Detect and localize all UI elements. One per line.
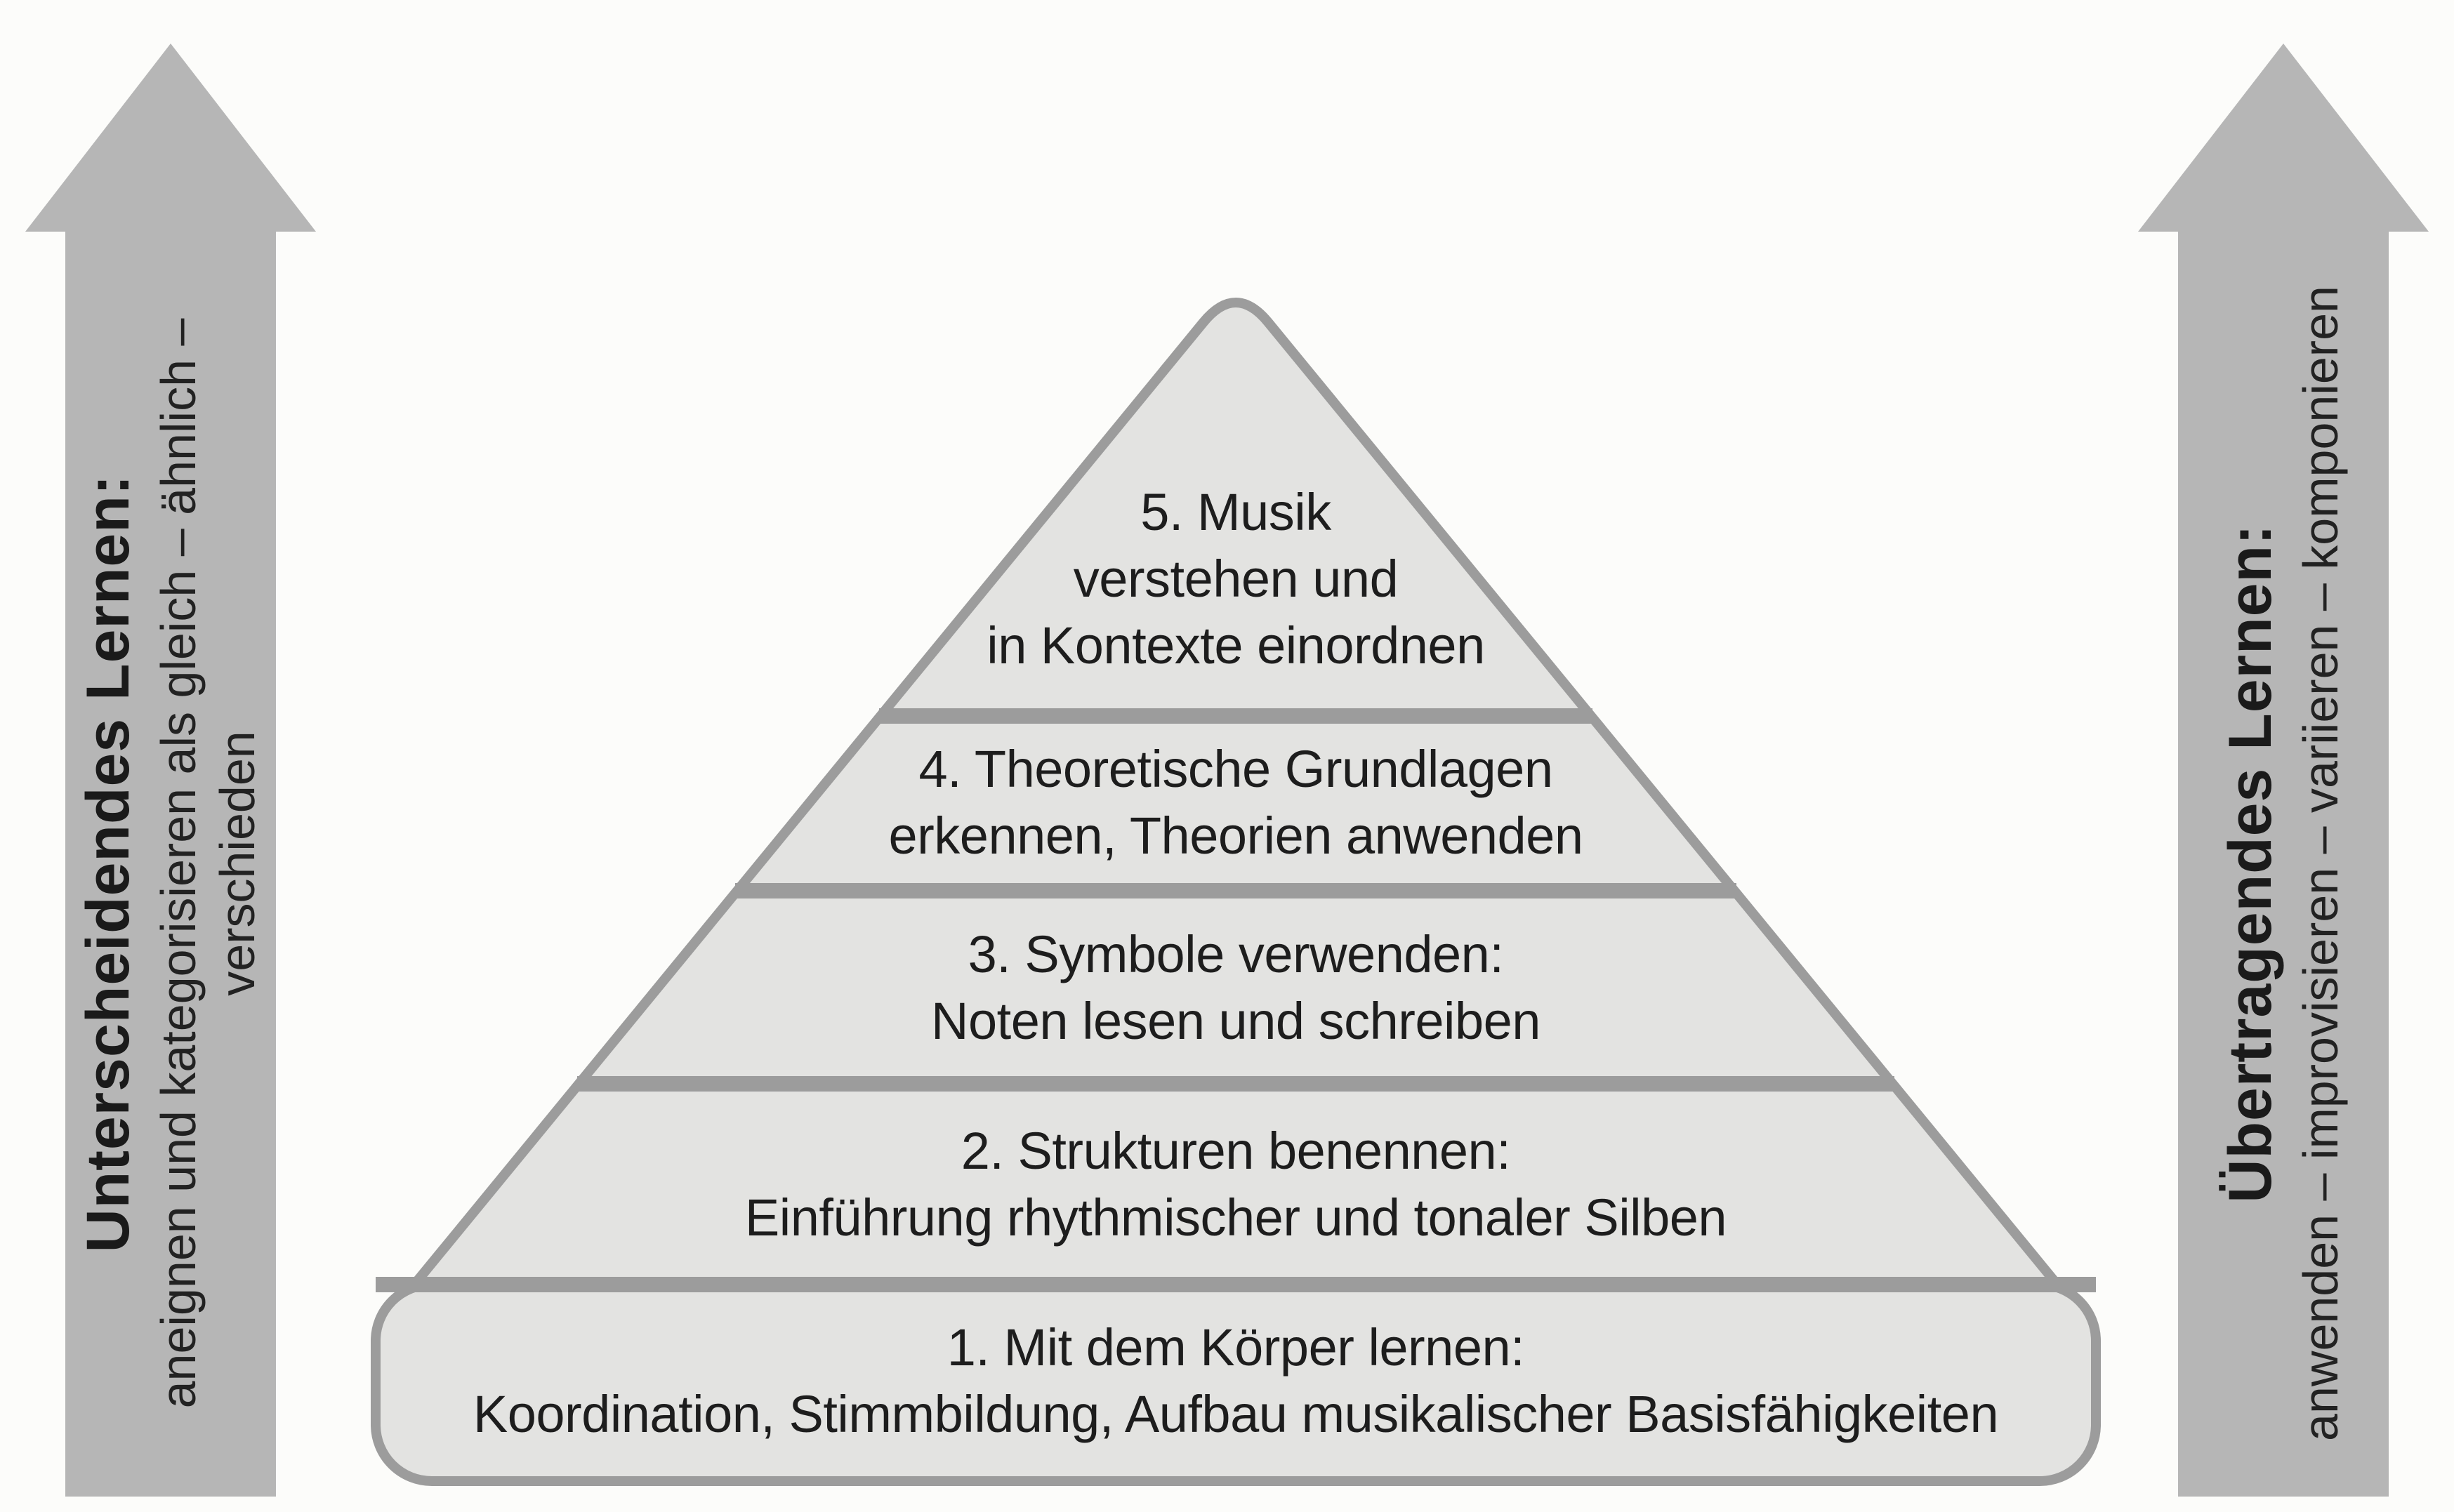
pyramid-level-3-text: 3. Symbole verwenden: Noten lesen und sc…	[931, 925, 1541, 1050]
pyramid-divider-5-4	[879, 708, 1592, 724]
right-up-arrow-icon	[2138, 44, 2429, 1497]
left-arrow-title: Unterscheidendes Lernen:	[74, 474, 142, 1253]
pyramid-divider-4-3	[735, 883, 1736, 898]
pyramid-level-2-text: 2. Strukturen benennen: Einführung rhyth…	[744, 1122, 1727, 1247]
pyramid-divider-2-1	[376, 1277, 2096, 1292]
left-arrow-label: Unterscheidendes Lernen: aneignen und ka…	[58, 211, 283, 1512]
pyramid-level-1-text: 1. Mit dem Körper lernen: Koordination, …	[473, 1318, 1999, 1443]
right-arrow-subtitle: anwenden – improvisieren – variieren – k…	[2293, 286, 2348, 1441]
left-arrow-subtitle: aneignen und kategorisieren als gleich –…	[151, 318, 265, 1409]
pyramid-level-4-text: 4. Theoretische Grundlagen erkennen, The…	[888, 740, 1583, 865]
right-arrow-title: Übertragendes Lernen:	[2217, 524, 2284, 1203]
right-arrow-label: Übertragendes Lernen: anwenden – improvi…	[2171, 211, 2396, 1512]
pyramid-level-5-text: 5. Musik verstehen und in Kontexte einor…	[987, 483, 1485, 675]
pyramid-shape	[404, 298, 2068, 1289]
pyramid-divider-3-2	[577, 1076, 1894, 1092]
left-up-arrow-icon	[25, 44, 316, 1497]
